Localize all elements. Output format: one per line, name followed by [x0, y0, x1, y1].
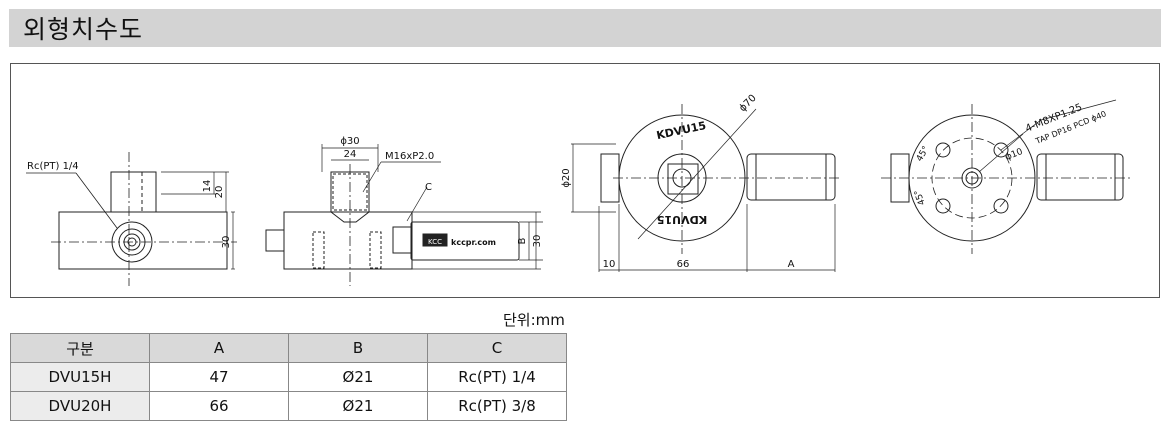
- dim-66-label: 66: [677, 259, 690, 270]
- dim-30-side-label: 30: [532, 235, 543, 248]
- brand-text: kccpr.com: [451, 238, 496, 247]
- label-a: A: [788, 259, 795, 270]
- bolt-hole-3: [935, 198, 951, 214]
- front-view: [26, 152, 237, 286]
- dim-phi70-label: ϕ70: [737, 93, 758, 114]
- dim-24-label: 24: [344, 149, 357, 160]
- dim-10-label: 10: [603, 259, 616, 270]
- table-header-cell: 구분: [10, 333, 150, 363]
- angle-label-2: 45°: [913, 188, 928, 206]
- table-header-cell: A: [149, 333, 289, 363]
- table-row: DVU20H 66 Ø21 Rc(PT) 3/8: [10, 391, 567, 421]
- bottom-view-sensor: [1036, 153, 1124, 201]
- bottom-view: [881, 99, 1131, 254]
- table-header-cell: C: [427, 333, 567, 363]
- table-header-row: 구분 A B C: [10, 333, 567, 363]
- bolt-hole-4: [993, 198, 1009, 214]
- section-title: 외형치수도: [23, 15, 144, 44]
- bolt-hole-1: [935, 142, 951, 158]
- top-view: [571, 104, 841, 272]
- dim-20-label: 20: [214, 186, 225, 199]
- table-header-cell: B: [288, 333, 428, 363]
- label-b: B: [517, 237, 528, 244]
- table-row: DVU15H 47 Ø21 Rc(PT) 1/4: [10, 362, 567, 392]
- dimension-drawing: Rc(PT) 1/4 14 20 30 ϕ30 24 M16xP2.0 C kc…: [10, 63, 1160, 298]
- engrave-bottom-label: KDVU15: [657, 213, 707, 226]
- dim-14-label: 14: [202, 180, 213, 193]
- side-view: [265, 144, 543, 286]
- table-cell-model: DVU15H: [10, 362, 150, 392]
- section-title-bar: 외형치수도: [9, 9, 1161, 47]
- technical-drawing-svg: Rc(PT) 1/4 14 20 30 ϕ30 24 M16xP2.0 C kc…: [26, 93, 1131, 286]
- front-view-body: [58, 211, 228, 270]
- table-cell: Ø21: [288, 391, 428, 421]
- thread-m16-label: M16xP2.0: [385, 151, 434, 162]
- table-cell-model: DVU20H: [10, 391, 150, 421]
- brand-logo: KCC: [428, 238, 442, 246]
- table-cell: 47: [149, 362, 289, 392]
- front-view-top-boss: [110, 171, 157, 213]
- side-view-sensor-body: [410, 221, 520, 261]
- dim-30-front-label: 30: [221, 236, 232, 249]
- table-cell: Rc(PT) 1/4: [427, 362, 567, 392]
- dim-phi20-label: ϕ20: [561, 168, 572, 187]
- port-thread-label: Rc(PT) 1/4: [27, 161, 79, 172]
- table-cell: Ø21: [288, 362, 428, 392]
- table-cell: 66: [149, 391, 289, 421]
- label-c: C: [425, 182, 432, 193]
- engrave-top-label: KDVU15: [655, 119, 707, 142]
- dim-phi30-label: ϕ30: [340, 136, 359, 147]
- top-view-sensor: [746, 153, 836, 201]
- unit-note: 단위:mm: [503, 311, 565, 329]
- table-cell: Rc(PT) 3/8: [427, 391, 567, 421]
- dim-phi10-label: ϕ10: [1004, 147, 1024, 163]
- dimension-table: 구분 A B C DVU15H 47 Ø21 Rc(PT) 1/4 DVU20H…: [10, 333, 567, 421]
- bolt-hole-2: [993, 142, 1009, 158]
